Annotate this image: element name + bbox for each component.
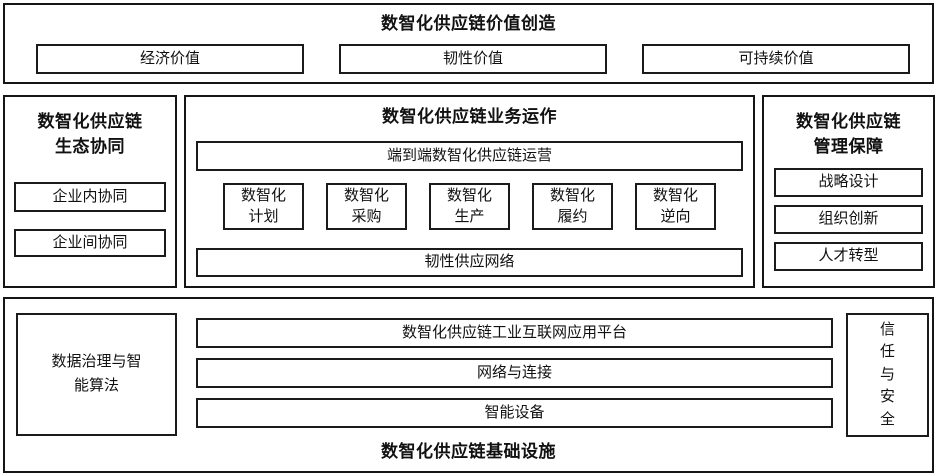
management-support-title: 数智化供应链 管理保障 <box>764 110 933 159</box>
resilience-value-box: 韧性价值 <box>339 44 607 74</box>
ecosystem-synergy-title-line2: 生态协同 <box>55 136 125 156</box>
digital-fulfillment-line1: 数智化 <box>549 188 595 205</box>
sustainable-value-box: 可持续价值 <box>642 44 910 74</box>
end-to-end-operation-box: 端到端数智化供应链运营 <box>196 141 743 171</box>
business-operation-title: 数智化供应链业务运作 <box>382 107 557 126</box>
digital-reverse-box: 数智化 逆向 <box>635 183 716 230</box>
digital-fulfillment-box: 数智化 履约 <box>532 183 613 230</box>
digital-reverse-line2: 逆向 <box>660 208 691 225</box>
industrial-internet-platform-box: 数智化供应链工业互联网应用平台 <box>196 318 833 348</box>
value-creation-title: 数智化供应链价值创造 <box>381 14 556 33</box>
value-creation-row: 经济价值 韧性价值 可持续价值 <box>36 44 910 74</box>
intra-enterprise-synergy-box: 企业内协同 <box>14 182 166 212</box>
digital-procurement-line2: 采购 <box>351 208 382 225</box>
digital-planning-box: 数智化 计划 <box>223 183 304 230</box>
digital-production-box: 数智化 生产 <box>429 183 510 230</box>
inter-enterprise-synergy-box: 企业间协同 <box>14 229 166 257</box>
management-support-title-line2: 管理保障 <box>813 136 884 156</box>
business-operation-panel: 数智化供应链业务运作 端到端数智化供应链运营 数智化 计划 数智化 采购 数智化… <box>184 95 755 288</box>
trust-security-label: 信任与安全 <box>879 321 895 428</box>
talent-transformation-box: 人才转型 <box>774 242 923 271</box>
trust-security-box: 信任与安全 <box>846 313 929 437</box>
value-creation-panel: 数智化供应链价值创造 经济价值 韧性价值 可持续价值 <box>3 3 934 84</box>
process-row: 数智化 计划 数智化 采购 数智化 生产 数智化 履约 <box>196 183 743 230</box>
digital-planning-line2: 计划 <box>248 208 279 225</box>
data-governance-label: 数据治理与智能算法 <box>51 354 142 394</box>
infrastructure-layers: 数智化供应链工业互联网应用平台 网络与连接 智能设备 <box>196 318 833 438</box>
digital-fulfillment-line2: 履约 <box>557 208 588 225</box>
infrastructure-panel: 数据治理与智能算法 数智化供应链工业互联网应用平台 网络与连接 智能设备 信任与… <box>3 297 934 473</box>
resilient-supply-network-box: 韧性供应网络 <box>196 248 743 277</box>
ecosystem-synergy-title: 数智化供应链 生态协同 <box>5 110 175 159</box>
digital-production-line1: 数智化 <box>446 188 492 205</box>
digital-procurement-box: 数智化 采购 <box>326 183 407 230</box>
strategy-design-box: 战略设计 <box>774 168 923 197</box>
smart-devices-box: 智能设备 <box>196 398 833 428</box>
data-governance-box: 数据治理与智能算法 <box>16 313 177 436</box>
digital-production-line2: 生产 <box>454 208 485 225</box>
network-connection-box: 网络与连接 <box>196 358 833 388</box>
infrastructure-title: 数智化供应链基础设施 <box>381 442 556 462</box>
digital-procurement-line1: 数智化 <box>343 188 389 205</box>
economic-value-box: 经济价值 <box>36 44 304 74</box>
digital-planning-line1: 数智化 <box>240 188 286 205</box>
ecosystem-synergy-title-line1: 数智化供应链 <box>37 112 143 131</box>
management-support-panel: 数智化供应链 管理保障 战略设计 组织创新 人才转型 <box>762 95 935 288</box>
management-support-title-line1: 数智化供应链 <box>796 112 901 131</box>
organization-innovation-box: 组织创新 <box>774 205 923 234</box>
digital-reverse-line1: 数智化 <box>652 188 698 205</box>
ecosystem-synergy-panel: 数智化供应链 生态协同 企业内协同 企业间协同 <box>3 95 177 288</box>
